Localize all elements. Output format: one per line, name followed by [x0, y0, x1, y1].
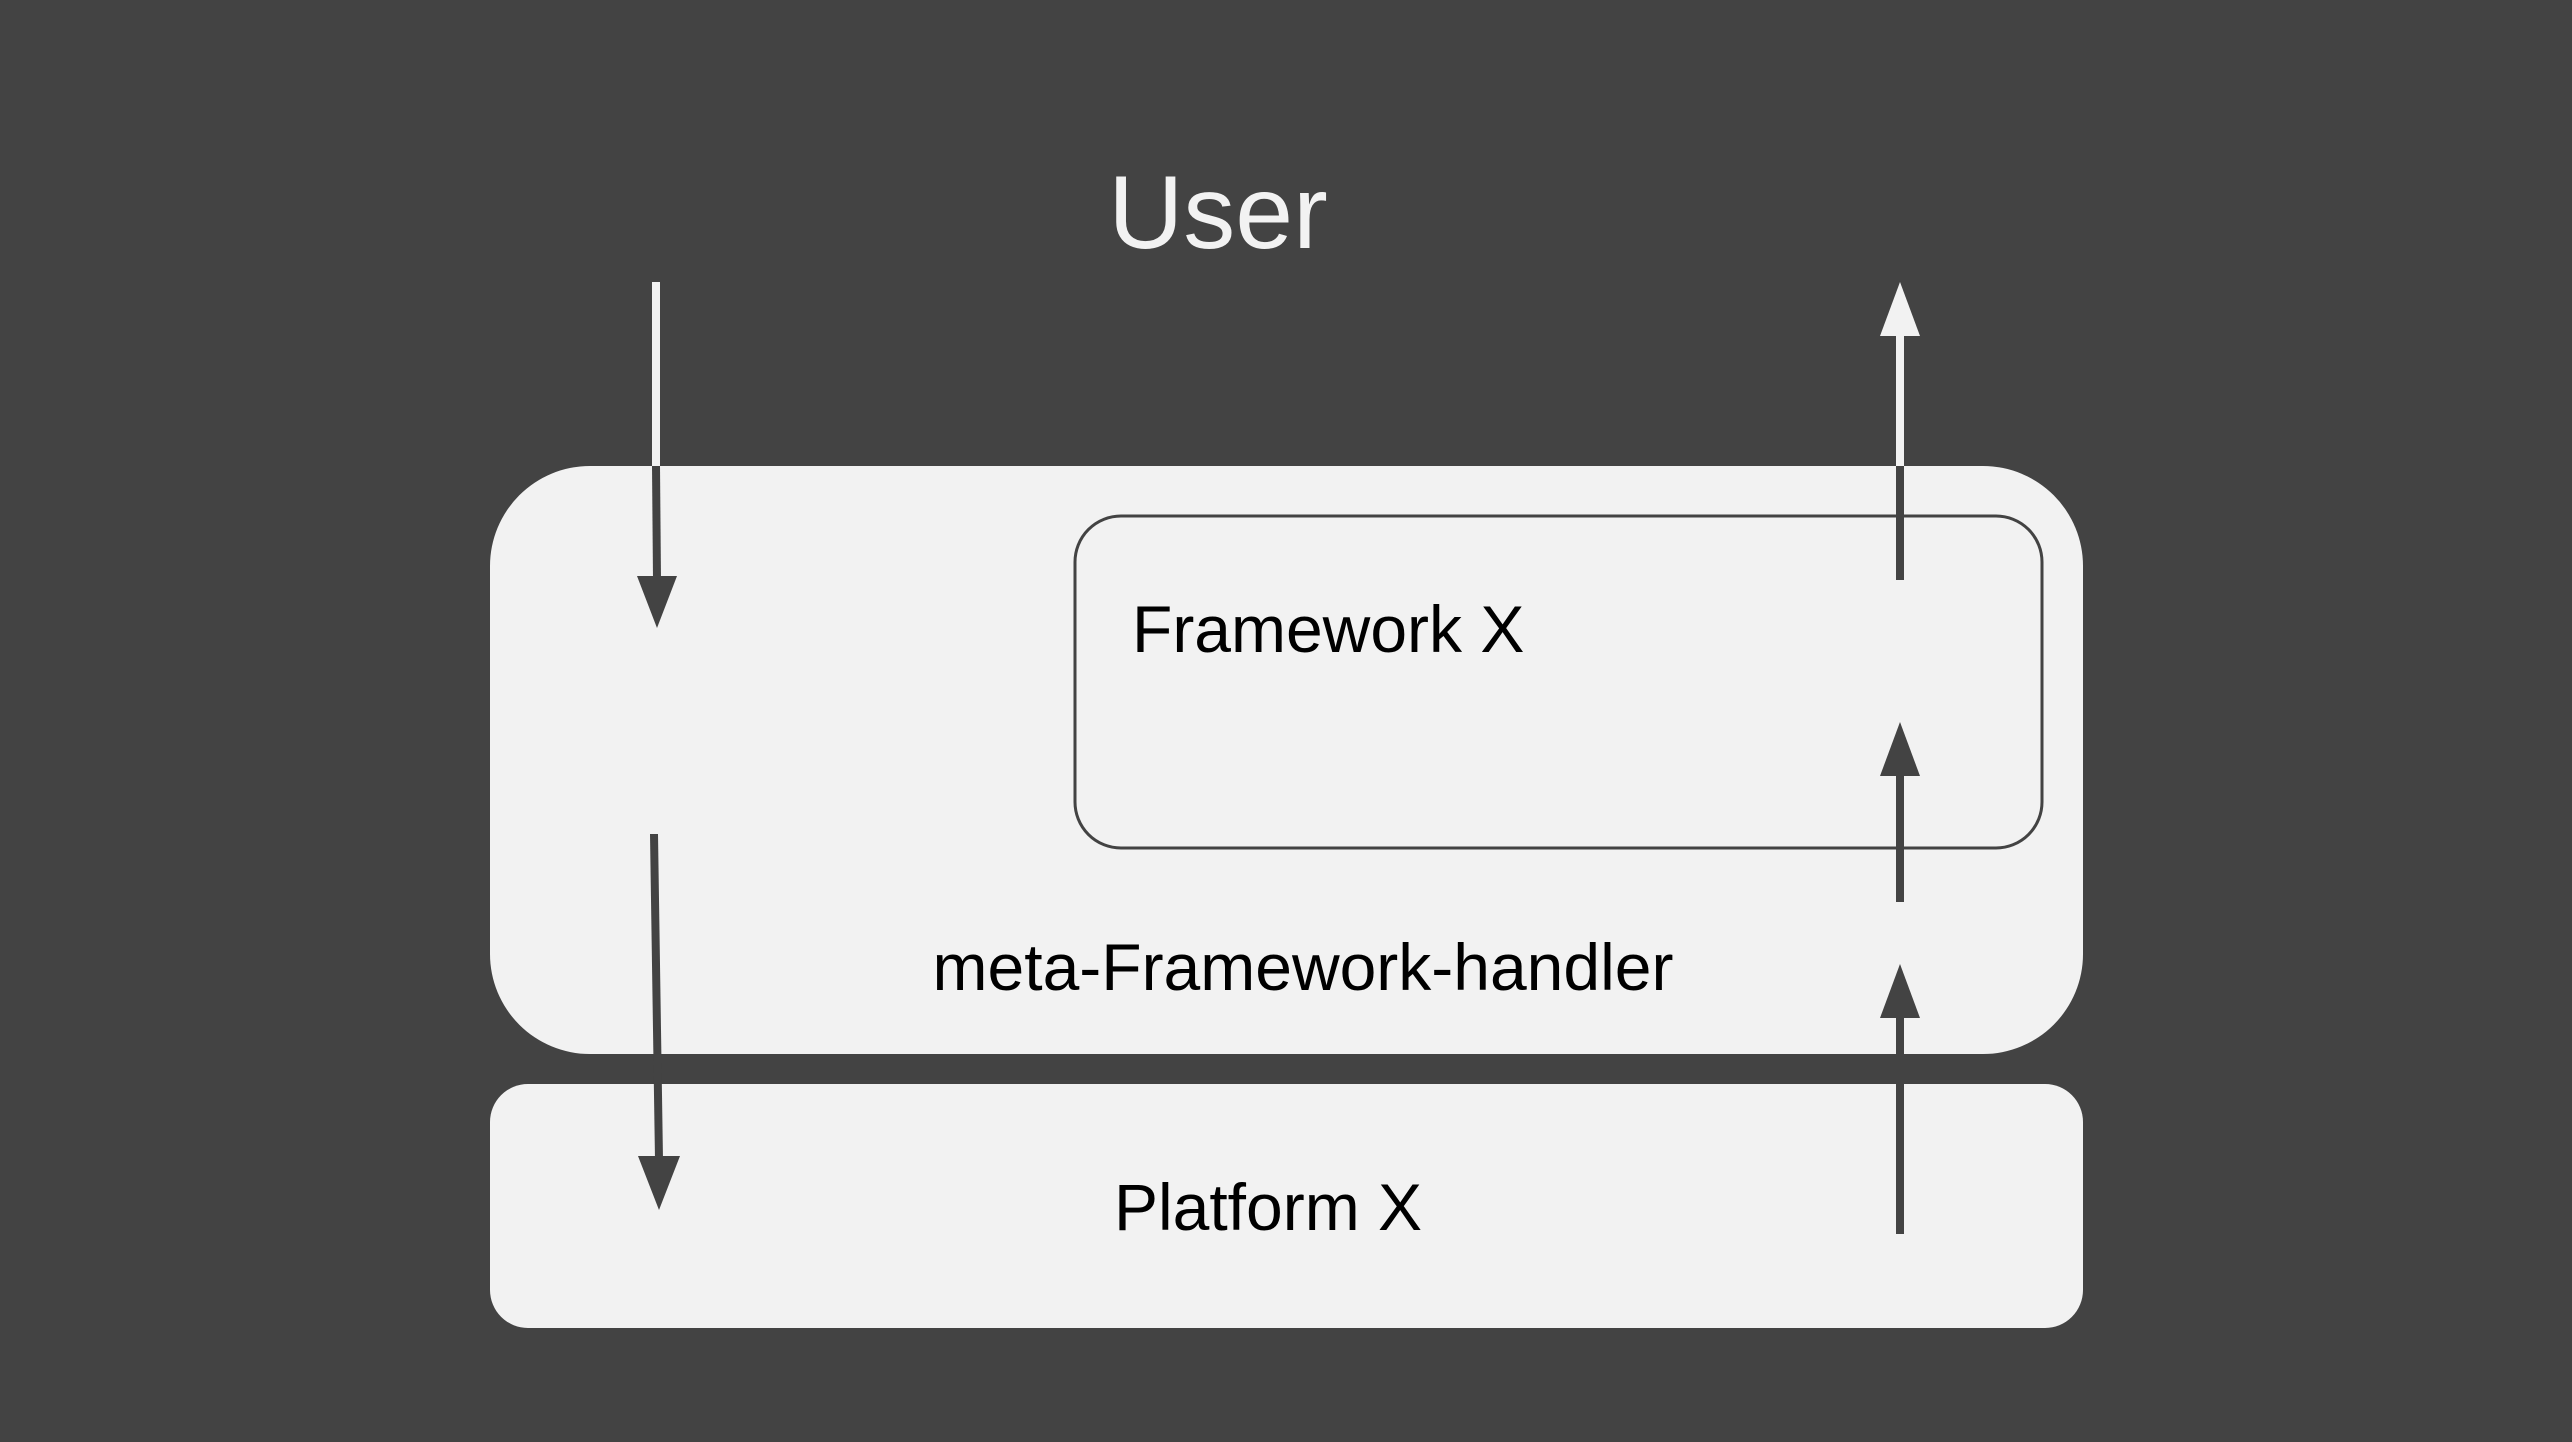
user-label: User — [1108, 155, 1328, 271]
handler-label: meta-Framework-handler — [933, 930, 1674, 1004]
framework-label: Framework X — [1132, 592, 1524, 666]
request-arrow-head-handler — [637, 576, 677, 628]
request-arrow-head-platform — [638, 1156, 680, 1210]
response-arrow-head-platform — [1880, 964, 1920, 1018]
platform-box — [490, 1084, 2083, 1328]
framework-box — [1073, 514, 2044, 850]
request-arrow-shaft-platform — [650, 833, 663, 1161]
request-arrow-shaft-handler — [652, 465, 661, 581]
platform-label: Platform X — [1114, 1170, 1422, 1244]
response-arrow-head-framework — [1880, 722, 1920, 776]
response-arrow-head-user — [1880, 282, 1920, 336]
